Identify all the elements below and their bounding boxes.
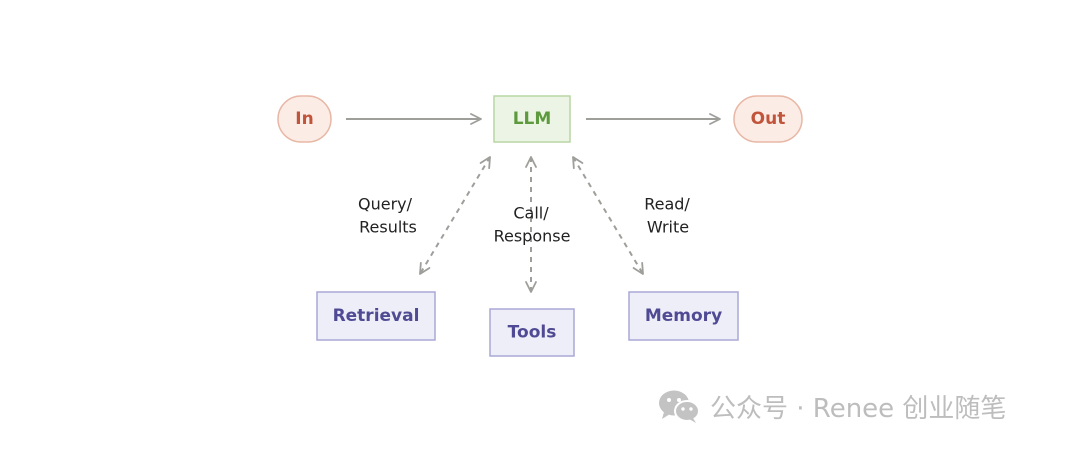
memory-edge-label-line2: Write [647,218,689,237]
retrieval-edge-label-line2: Results [359,218,417,237]
watermark-text: 公众号 · Renee 创业随笔 [710,393,1007,424]
tools-edge-label-line2: Response [494,227,571,246]
retrieval-node: Retrieval [316,291,436,341]
arrow-llm-retrieval [419,156,491,275]
out-node: Out [733,95,803,143]
memory-label: Memory [645,306,722,326]
tools-edge-label-line1: Call/ [513,204,549,223]
tools-node: Tools [489,308,575,357]
in-label: In [295,109,313,129]
watermark: 公众号 · Renee 创业随笔 [656,386,1006,426]
memory-node: Memory [628,291,739,341]
retrieval-label: Retrieval [333,306,420,326]
in-node: In [277,95,332,143]
retrieval-edge-label-line1: Query/ [358,195,413,214]
memory-edge-label-line1: Read/ [644,195,690,214]
tools-label: Tools [508,323,557,343]
wechat-icon [659,390,700,423]
arrow-llm-memory [572,156,644,275]
llm-label: LLM [513,109,552,129]
out-label: Out [751,109,786,129]
llm-node: LLM [493,95,571,143]
